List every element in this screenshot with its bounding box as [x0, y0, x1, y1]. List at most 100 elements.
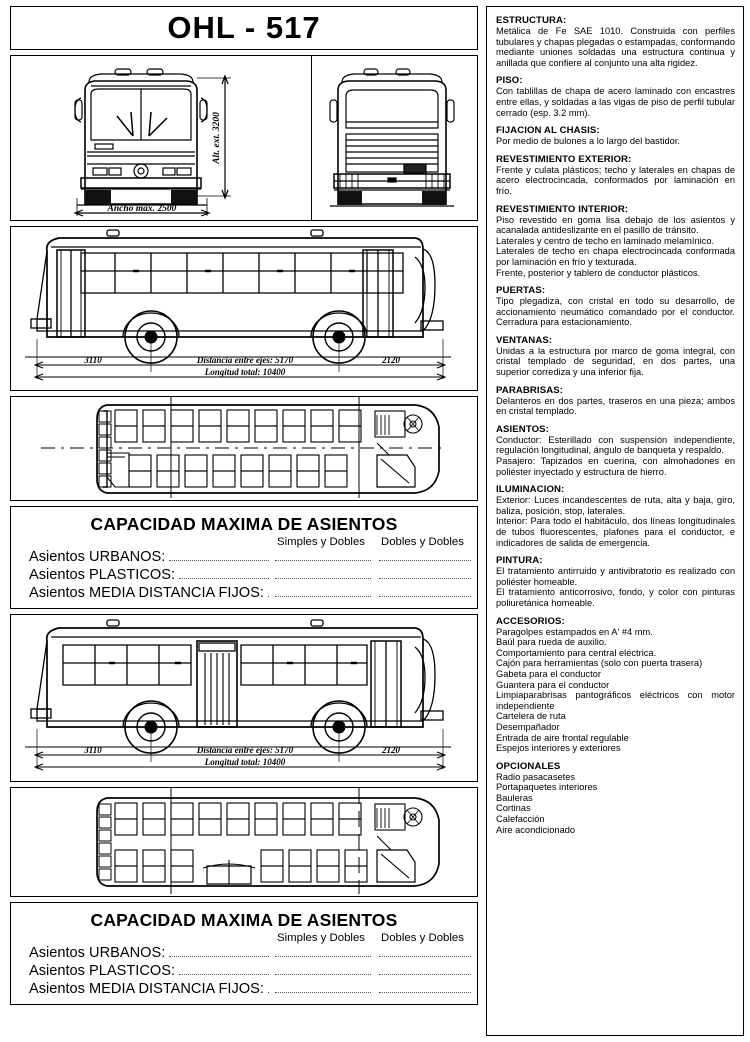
spec-paragraph: Bauleras — [496, 792, 533, 803]
rear-elevation-drawing — [329, 68, 455, 207]
spec-heading: VENTANAS: — [496, 334, 553, 346]
side2-rear-overhang-label: 2120 — [381, 745, 401, 755]
spec-paragraph: Con tablillas de chapa de acero laminado… — [496, 86, 735, 118]
capacity-row-media-distancia: Asientos MEDIA DISTANCIA FIJOS: — [11, 981, 477, 997]
capacity-value-simples[interactable] — [275, 973, 371, 975]
front-height-dimension-label: Alt. ext. 3200 — [212, 112, 222, 165]
spec-heading: ILUMINACION: — [496, 484, 565, 496]
capacity-value-dobles[interactable] — [379, 991, 471, 993]
side1-wheelbase-label: Distancia entre ejes: 5170 — [196, 355, 294, 365]
spec-section: ASIENTOS:Conductor: Esterillado con susp… — [496, 424, 735, 477]
side2-wheelbase-label: Distancia entre ejes: 5170 — [196, 745, 294, 755]
capacity-row-label: Asientos PLASTICOS: — [29, 963, 175, 979]
capacity-col-simples-dobles: Simples y Dobles — [277, 536, 365, 548]
spec-section: VENTANAS:Unidas a la estructura por marc… — [496, 335, 735, 378]
capacity-row-urbanos: Asientos URBANOS: — [11, 945, 477, 961]
spec-paragraph: Desempañador — [496, 721, 560, 732]
spec-section: REVESTIMIENTO EXTERIOR:Frente y culata p… — [496, 154, 735, 197]
capacity-title: CAPACIDAD MAXIMA DE ASIENTOS — [90, 514, 398, 534]
spec-heading: PISO: — [496, 75, 523, 87]
capacity-table-2: CAPACIDAD MAXIMA DE ASIENTOS Simples y D… — [10, 902, 478, 1005]
rear-view-cell — [312, 56, 477, 220]
specifications-list: ESTRUCTURA:Metálica de Fe SAE 1010. Cons… — [496, 15, 735, 835]
drawings-column: OHL - 517 — [10, 6, 478, 1036]
capacity-value-dobles[interactable] — [379, 973, 471, 975]
capacity-row-label: Asientos MEDIA DISTANCIA FIJOS: — [29, 981, 264, 997]
capacity-column-headers: Simples y Dobles Dobles y Dobles — [11, 932, 477, 944]
capacity-column-headers: Simples y Dobles Dobles y Dobles — [11, 536, 477, 548]
side2-front-overhang-label: 3110 — [83, 745, 102, 755]
floor-plan-1-box — [10, 396, 478, 501]
spec-section: PARABRISAS:Delanteros en dos partes, tra… — [496, 385, 735, 417]
floor-plan-front-door-drawing — [41, 397, 443, 498]
capacity-value-dobles[interactable] — [379, 955, 471, 957]
spec-section: PUERTAS:Tipo plegadiza, con cristal en t… — [496, 285, 735, 328]
capacity-dots — [267, 595, 269, 597]
specifications-column: ESTRUCTURA:Metálica de Fe SAE 1010. Cons… — [486, 6, 744, 1036]
front-view-cell: Alt. ext. 3200 Ancho max. 2500 — [11, 56, 312, 220]
spec-paragraph: Paragolpes estampados en A' #4 mm. — [496, 626, 653, 637]
capacity-row-label: Asientos URBANOS: — [29, 945, 166, 961]
spec-paragraph: Aire acondicionado — [496, 824, 576, 835]
spec-paragraph: Piso revestido en goma lisa debajo de lo… — [496, 214, 735, 236]
spec-heading: REVESTIMIENTO INTERIOR: — [496, 203, 629, 215]
spec-paragraph: Guantera para el conductor — [496, 679, 610, 690]
spec-heading: ACCESORIOS: — [496, 615, 565, 627]
floor-plan-center-door-drawing — [96, 788, 440, 894]
spec-paragraph: Gabeta para el conductor — [496, 668, 601, 679]
spec-paragraph: Delanteros en dos partes, traseros en un… — [496, 395, 735, 417]
capacity-value-dobles[interactable] — [379, 577, 471, 579]
spec-paragraph: Conductor: Esterillado con suspensión in… — [496, 434, 735, 456]
capacity-value-dobles[interactable] — [379, 595, 471, 597]
capacity-row-plasticos: Asientos PLASTICOS: — [11, 963, 477, 979]
spec-paragraph: Cartelera de ruta — [496, 711, 566, 722]
spec-heading: PARABRISAS: — [496, 384, 564, 396]
capacity-col-simples-dobles: Simples y Dobles — [277, 932, 365, 944]
spec-section: ACCESORIOS:Paragolpes estampados en A' #… — [496, 616, 735, 754]
spec-section: PISO:Con tablillas de chapa de acero lam… — [496, 75, 735, 118]
capacity-value-simples[interactable] — [275, 577, 371, 579]
side2-total-length-label: Longitud total: 10400 — [204, 757, 286, 767]
spec-section: ESTRUCTURA:Metálica de Fe SAE 1010. Cons… — [496, 15, 735, 68]
side-elevation-1-box: 3110 Distancia entre ejes: 5170 2120 Lon… — [10, 226, 478, 391]
capacity-value-simples[interactable] — [275, 595, 371, 597]
capacity-value-simples[interactable] — [275, 559, 371, 561]
capacity-dots — [267, 991, 269, 993]
spec-paragraph: Baúl para rueda de auxilio. — [496, 637, 607, 648]
capacity-row-plasticos: Asientos PLASTICOS: — [11, 567, 477, 583]
capacity-dots — [179, 577, 269, 579]
spec-heading: ESTRUCTURA: — [496, 15, 567, 26]
spec-paragraph: Metálica de Fe SAE 1010. Construida con … — [496, 26, 735, 68]
spec-paragraph: Frente, posterior y tablero de conductor… — [496, 267, 701, 278]
front-width-dimension-label: Ancho max. 2500 — [107, 204, 177, 214]
spec-paragraph: Laterales de techo en chapa electrocinca… — [496, 246, 735, 267]
spec-heading: PINTURA: — [496, 555, 543, 567]
spec-paragraph: Portapaquetes interiores — [496, 782, 598, 793]
spec-paragraph: Interior: Para todo el habitáculo, dos l… — [496, 516, 735, 548]
capacity-value-simples[interactable] — [275, 955, 371, 957]
spec-section: ILUMINACION:Exterior: Luces incandescent… — [496, 484, 735, 548]
capacity-col-dobles-dobles: Dobles y Dobles — [381, 536, 464, 548]
capacity-table-1: CAPACIDAD MAXIMA DE ASIENTOS Simples y D… — [10, 506, 478, 609]
spec-section: FIJACION AL CHASIS:Por medio de bulones … — [496, 125, 735, 147]
capacity-row-label: Asientos URBANOS: — [29, 549, 166, 565]
spec-section: PINTURA:El tratamiento antirruido y anti… — [496, 555, 735, 608]
side-elevation-front-door-drawing: 3110 Distancia entre ejes: 5170 2120 Lon… — [25, 229, 451, 381]
spec-paragraph: Entrada de aire frontal regulable — [496, 732, 629, 743]
spec-paragraph: Pasajero: Tapizados en cuerina, con almo… — [496, 456, 735, 477]
spec-paragraph: El tratamiento antirruido y antivibrator… — [496, 566, 735, 587]
floor-plan-2-box — [10, 787, 478, 897]
spec-paragraph: Calefacción — [496, 814, 545, 825]
spec-paragraph: Frente y culata plásticos; techo y later… — [496, 164, 735, 196]
side1-total-length-label: Longitud total: 10400 — [204, 367, 286, 377]
capacity-value-dobles[interactable] — [379, 559, 471, 561]
side-elevation-center-door-drawing: 3110 Distancia entre ejes: 5170 2120 Lon… — [25, 619, 451, 771]
capacity-value-simples[interactable] — [275, 991, 371, 993]
spec-paragraph: Cajón para herramientas (solo con puerta… — [496, 658, 703, 669]
model-title-box: OHL - 517 — [10, 6, 478, 50]
capacity-row-label: Asientos MEDIA DISTANCIA FIJOS: — [29, 585, 264, 601]
spec-heading: REVESTIMIENTO EXTERIOR: — [496, 153, 632, 165]
spec-paragraph: Por medio de bulones a lo largo del bast… — [496, 136, 680, 147]
